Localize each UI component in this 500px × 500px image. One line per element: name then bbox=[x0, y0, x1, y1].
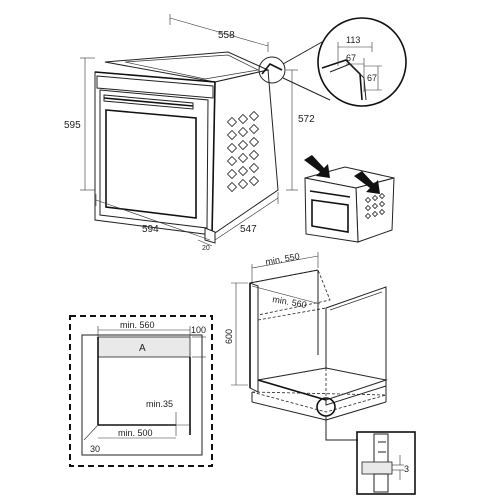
vent-hole bbox=[226, 116, 238, 128]
oven-front-right-edge bbox=[211, 81, 216, 236]
vent-hole bbox=[226, 142, 238, 154]
vent-hole bbox=[364, 212, 372, 220]
vent-hole bbox=[371, 202, 379, 210]
mounting-arrow-right bbox=[354, 171, 380, 194]
detail-box-frame bbox=[356, 431, 416, 495]
cabinet-plinth-front bbox=[251, 401, 327, 421]
cabinet-floor-front-edge bbox=[257, 379, 327, 401]
vent-hole bbox=[364, 196, 372, 204]
detail-dim-67v-label: 67 bbox=[367, 73, 377, 83]
vent-hole bbox=[237, 113, 249, 125]
dim-547-line bbox=[214, 197, 279, 241]
cabinet-3d-drawing: min. 550 min. 560 600 bbox=[224, 251, 388, 441]
dim-547-label: 547 bbox=[240, 224, 257, 235]
detail-box-base bbox=[373, 473, 389, 493]
small-oven-handle bbox=[309, 190, 351, 198]
vent-hole bbox=[237, 126, 249, 138]
front-dim-30-label: 30 bbox=[90, 444, 100, 454]
front-dim-30-line bbox=[83, 424, 99, 441]
dim-572-label: 572 bbox=[298, 114, 315, 125]
vent-hole bbox=[226, 155, 238, 167]
small-oven-front bbox=[304, 177, 359, 243]
vent-hole bbox=[226, 168, 238, 180]
cabinet-plinth-right bbox=[325, 401, 387, 421]
detail-box-post bbox=[373, 433, 389, 465]
vent-hole bbox=[226, 129, 238, 141]
dim-min560-line bbox=[251, 285, 321, 305]
vent-hole bbox=[248, 175, 260, 187]
vent-hole bbox=[226, 181, 238, 193]
vent-hole bbox=[248, 149, 260, 161]
dim-558-label: 558 bbox=[218, 30, 235, 41]
gap-detail-box: 3 bbox=[356, 431, 416, 495]
detail-box-shelf bbox=[361, 461, 393, 475]
dim-min560-label: min. 560 bbox=[272, 294, 308, 310]
oven-drawing bbox=[94, 51, 279, 244]
detail-profile-inner bbox=[329, 63, 367, 101]
oven-top-inner bbox=[124, 54, 260, 80]
small-oven-drawing bbox=[304, 155, 395, 243]
detail-box-gap-label: 3 bbox=[404, 464, 409, 474]
vent-hole bbox=[237, 139, 249, 151]
dim-min550-label: min. 550 bbox=[265, 251, 301, 267]
cabinet-left-wall-top bbox=[249, 269, 319, 284]
detail-leader-bottom bbox=[282, 77, 331, 101]
vent-hole bbox=[248, 110, 260, 122]
cabinet-inner-dashed-1 bbox=[257, 307, 327, 321]
dim-20-label: 20 bbox=[202, 245, 210, 252]
small-oven-window bbox=[311, 199, 349, 233]
dim-594-line bbox=[95, 199, 211, 241]
vent-hole bbox=[371, 210, 379, 218]
dim-20-line bbox=[197, 239, 213, 247]
vent-hole bbox=[248, 162, 260, 174]
vent-hole bbox=[378, 200, 386, 208]
cabinet-front-view: A min. 560 100 min.35 min. 500 30 bbox=[69, 315, 213, 467]
dim-595-label: 595 bbox=[64, 120, 81, 131]
detail-profile bbox=[321, 59, 363, 101]
cabinet-left-wall-edge bbox=[249, 282, 259, 393]
small-oven-vents bbox=[364, 192, 386, 220]
mounting-arrow-left bbox=[304, 155, 330, 178]
corner-detail: 113 67 67 bbox=[258, 17, 407, 107]
dim-600-label: 600 bbox=[224, 329, 234, 344]
vent-hole bbox=[237, 165, 249, 177]
vent-hole bbox=[248, 136, 260, 148]
oven-handle-bar bbox=[103, 97, 194, 107]
vent-hole bbox=[364, 204, 372, 212]
front-dim-100-label: 100 bbox=[191, 325, 206, 335]
detail-dim-67h-label: 67 bbox=[346, 53, 356, 63]
cabinet-right-wall-top bbox=[329, 291, 383, 311]
front-outer-dashed-frame bbox=[69, 315, 213, 467]
front-niche-frame bbox=[81, 334, 203, 456]
cabinet-plinth-dashed bbox=[251, 391, 387, 413]
oven-side-vents bbox=[226, 110, 260, 193]
oven-dimension-lines: 558 595 572 594 547 20 bbox=[64, 14, 315, 252]
vent-hole bbox=[248, 123, 260, 135]
detail-leader-top bbox=[282, 41, 323, 65]
front-dim-min560-label: min. 560 bbox=[120, 320, 155, 330]
detail-marker-corner bbox=[261, 62, 283, 75]
dim-558-line bbox=[169, 17, 269, 47]
oven-door-window bbox=[105, 109, 197, 219]
dim-min550-line bbox=[251, 255, 319, 269]
detail-circle bbox=[317, 17, 407, 107]
vent-hole bbox=[237, 178, 249, 190]
front-dim-min35-label: min.35 bbox=[146, 399, 173, 409]
vent-hole bbox=[237, 152, 249, 164]
vent-hole bbox=[378, 192, 386, 200]
front-dim-min500-label: min. 500 bbox=[118, 428, 153, 438]
oven-control-panel bbox=[96, 75, 214, 99]
oven-door bbox=[99, 89, 209, 229]
cabinet-detail-leader bbox=[325, 416, 358, 441]
detail-marker-circle bbox=[258, 56, 286, 84]
front-zone-a-label: A bbox=[139, 343, 146, 354]
detail-dim-113-label: 113 bbox=[346, 35, 360, 45]
dim-594-label: 594 bbox=[142, 224, 159, 235]
vent-hole bbox=[371, 194, 379, 202]
oven-front-top-edge bbox=[94, 71, 216, 83]
oven-side-panel bbox=[211, 69, 279, 236]
vent-hole bbox=[378, 208, 386, 216]
